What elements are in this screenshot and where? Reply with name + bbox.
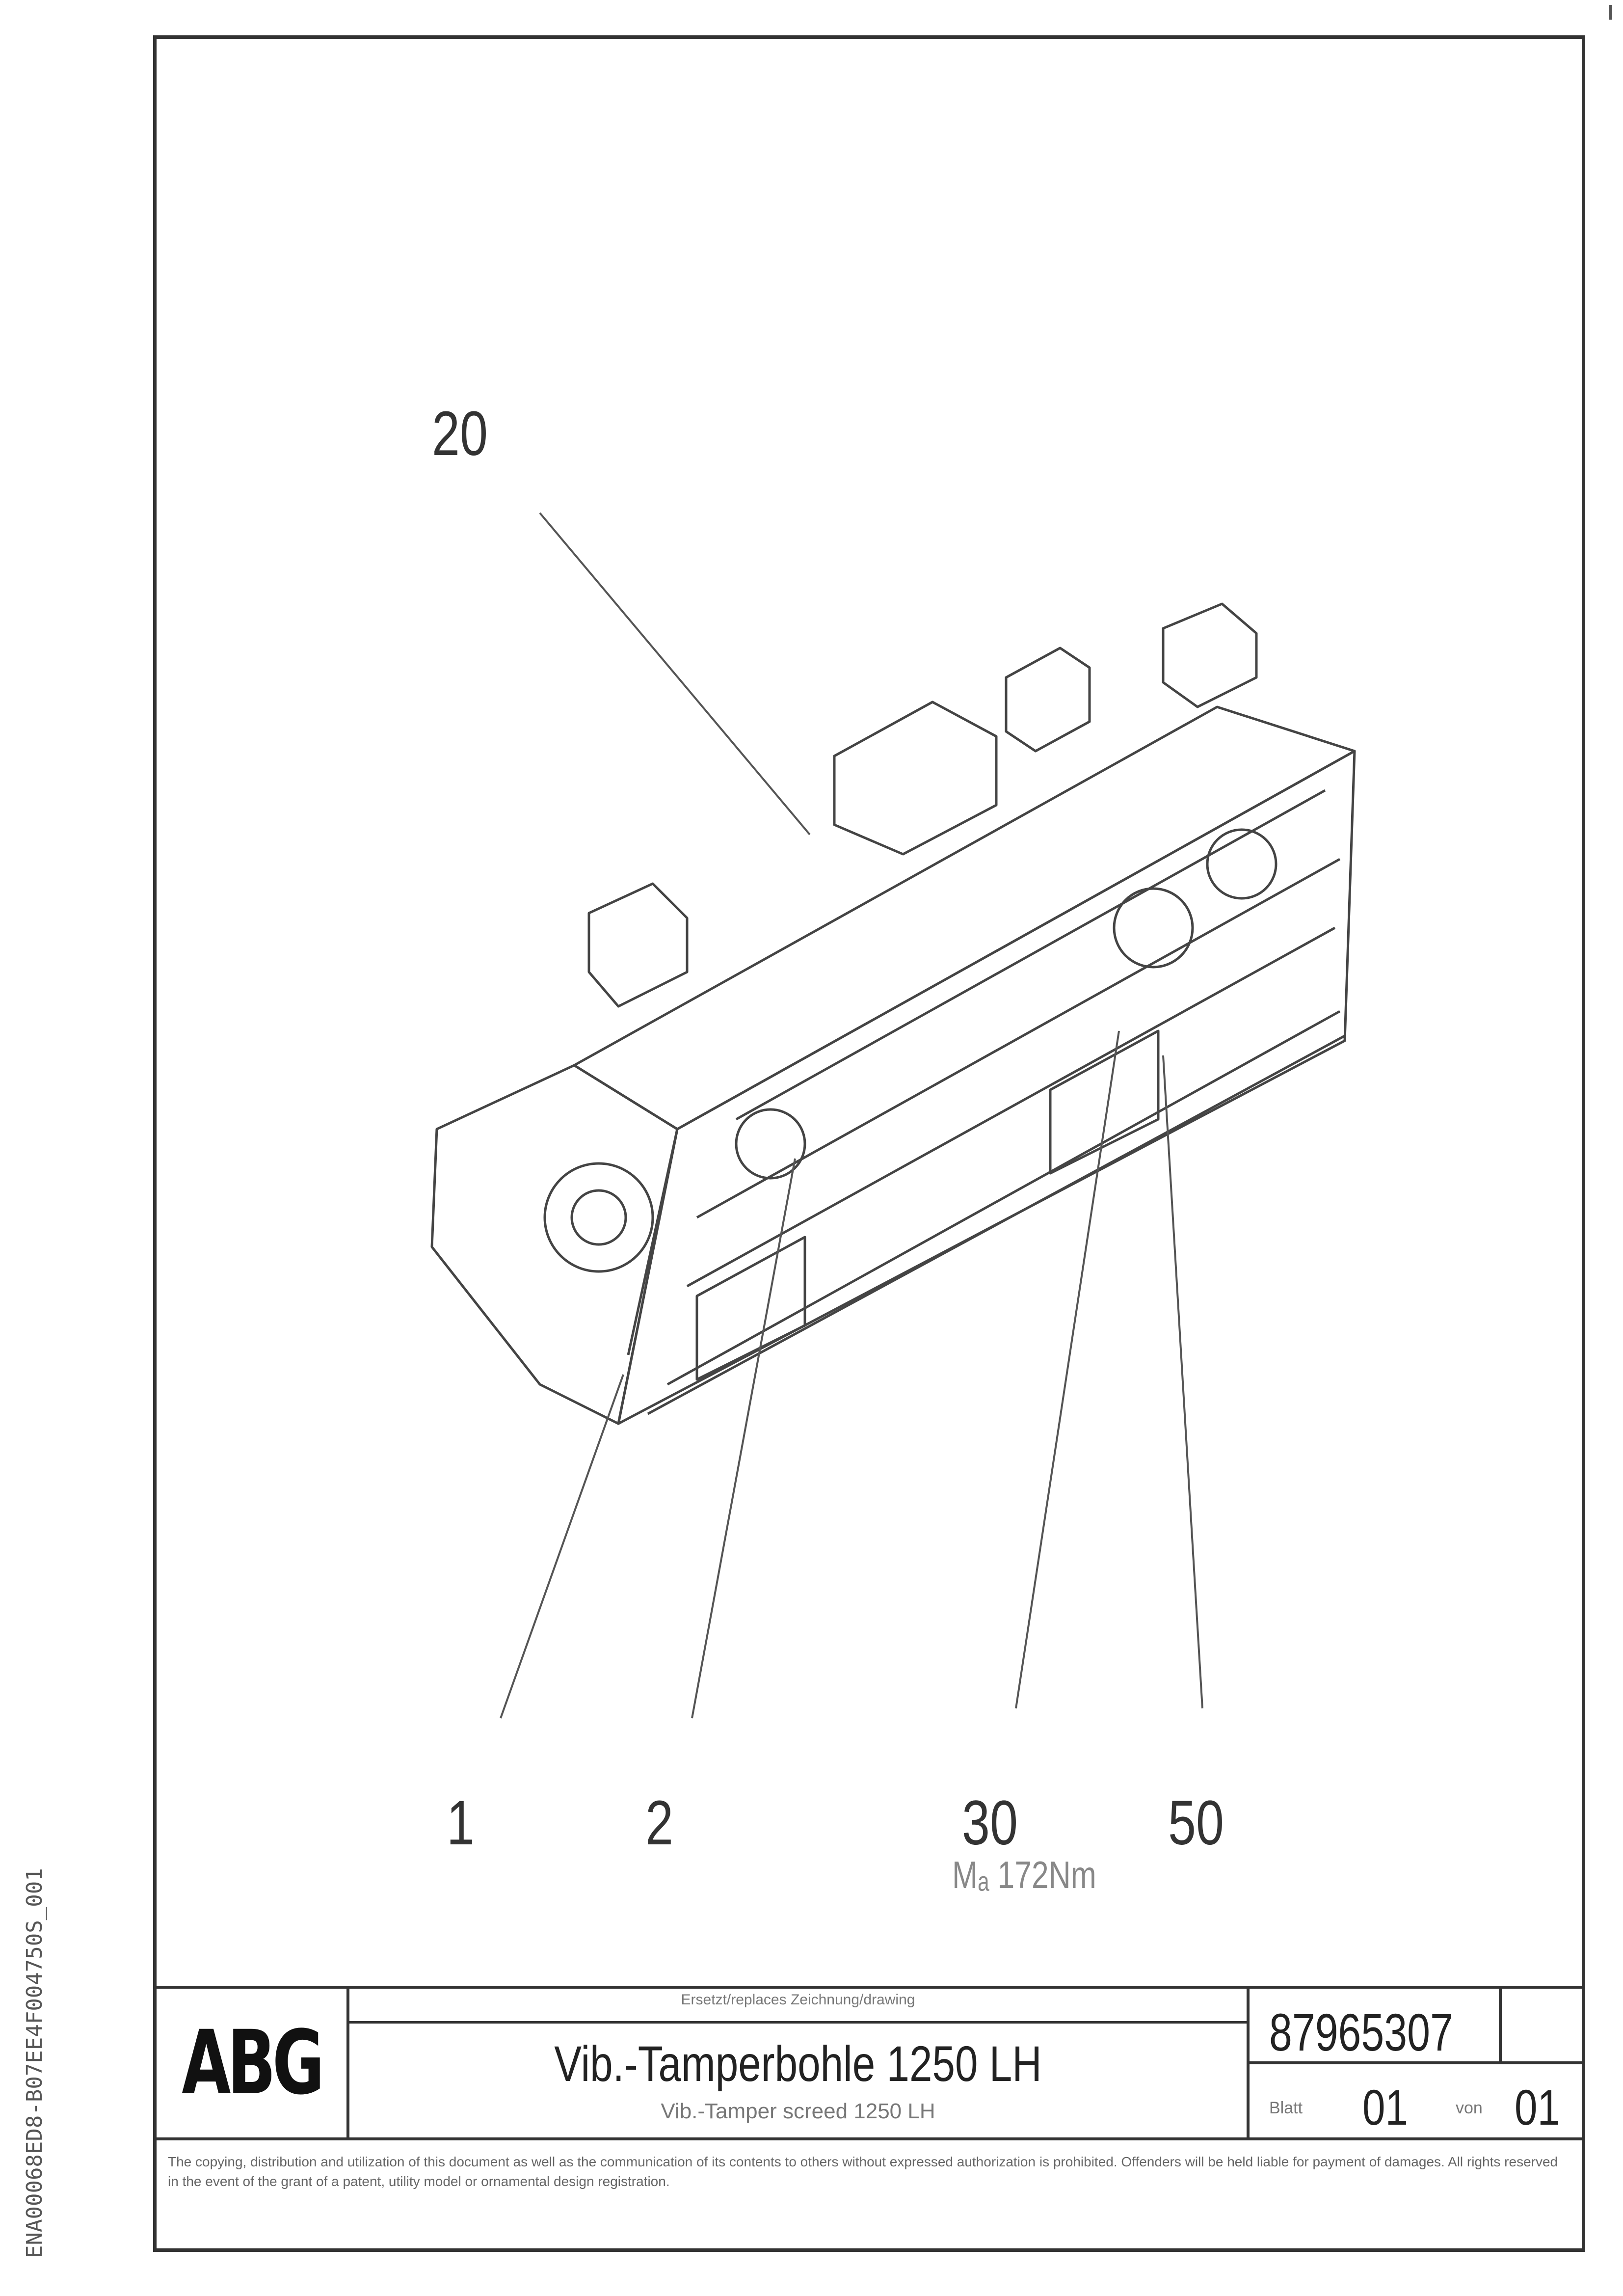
- callout-50: 50: [1168, 1788, 1224, 1858]
- revision-cell: [1499, 1986, 1585, 2064]
- corner-mark-icon: [1609, 5, 1612, 20]
- sheet-number: 01: [1362, 2080, 1409, 2135]
- filter-box: [587, 882, 689, 1008]
- supersedes-note: Ersetzt/replaces Zeichnung/drawing: [681, 1992, 915, 2008]
- leader-1: [500, 1374, 624, 1719]
- title-cell: Ersetzt/replaces Zeichnung/drawing Vib.-…: [346, 1986, 1250, 2140]
- bearing-housing: [543, 1162, 654, 1273]
- title-block: ABG Ersetzt/replaces Zeichnung/drawing V…: [153, 1986, 1585, 2140]
- document-number: 87965307: [1269, 2002, 1453, 2062]
- callout-2: 2: [645, 1788, 673, 1858]
- access-panel-right: [1049, 1029, 1160, 1175]
- drawing-subtitle: Vib.-Tamper screed 1250 LH: [661, 2099, 935, 2123]
- access-panel-left: [695, 1236, 806, 1381]
- copyright-notice: The copying, distribution and utilizatio…: [168, 2154, 1558, 2189]
- drawing-title: Vib.-Tamperbohle 1250 LH: [554, 2036, 1042, 2092]
- valve-block: [1005, 647, 1091, 753]
- logo-cell: ABG: [153, 1986, 349, 2140]
- drawing-frame: [153, 35, 1585, 2252]
- total-sheets: 01: [1515, 2080, 1561, 2135]
- sheet-label: Blatt: [1269, 2099, 1303, 2117]
- screed-end-face: [430, 1064, 679, 1425]
- screed-top-face: [573, 705, 1356, 1131]
- leader-2: [691, 1158, 796, 1719]
- leader-20: [539, 512, 811, 836]
- torque-note: Mₐ 172Nm: [952, 1853, 1096, 1896]
- callout-30: 30: [962, 1788, 1018, 1858]
- abg-logo: ABG: [182, 2012, 324, 2114]
- title-divider: [349, 2021, 1247, 2024]
- callout-20: 20: [432, 399, 488, 469]
- of-label: von: [1456, 2099, 1483, 2117]
- screed-front-face: [617, 750, 1356, 1425]
- sheet-cell: Blatt 01 von 01: [1247, 2061, 1585, 2140]
- motor-housing: [833, 701, 998, 856]
- callout-1: 1: [447, 1788, 475, 1858]
- document-number-cell: 87965307: [1247, 1986, 1502, 2064]
- leader-50: [1162, 1055, 1203, 1709]
- leader-30: [1015, 1030, 1120, 1709]
- side-document-code: ENA00068ED8-B07EE4F004750S_001: [22, 1868, 47, 2258]
- bracket: [1162, 602, 1258, 708]
